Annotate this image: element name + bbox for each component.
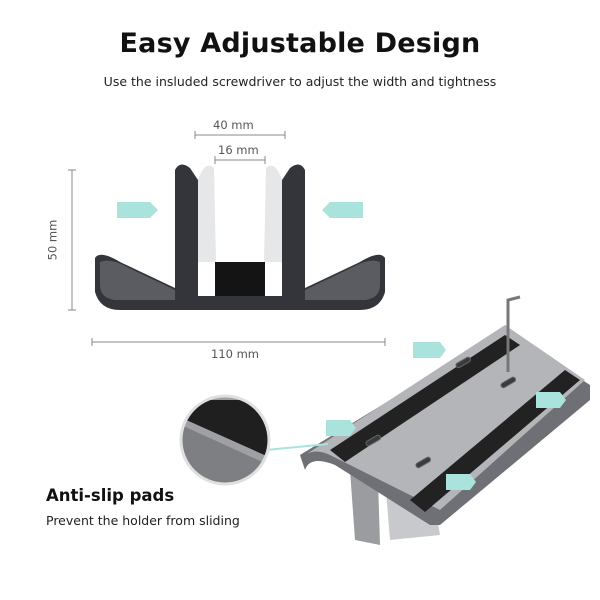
stand-front-view: [95, 164, 385, 310]
pad-arrow-icon: [413, 342, 446, 358]
dimension-height: 50 mm: [45, 219, 60, 261]
feature-description: Prevent the holder from sliding: [46, 513, 240, 528]
dimension-length: 110 mm: [211, 347, 260, 361]
pad-arrow-icon: [326, 420, 356, 436]
feature-title: Anti-slip pads: [46, 486, 175, 505]
adjust-arrow-right-icon: [322, 202, 363, 218]
adjust-arrow-left-icon: [117, 202, 158, 218]
anti-slip-pad-closeup: [179, 394, 271, 486]
hex-key-icon: [506, 295, 521, 372]
pad-arrow-icon: [536, 392, 566, 408]
stand-perspective-view: [265, 295, 590, 545]
dimension-outer-width: 40 mm: [213, 118, 254, 132]
pad-arrow-icon: [446, 474, 476, 490]
dimension-lines: [68, 131, 386, 346]
dimension-inner-width: 16 mm: [218, 143, 259, 157]
page-title: Easy Adjustable Design: [119, 28, 481, 59]
page-subtitle: Use the insluded screwdriver to adjust t…: [103, 74, 497, 89]
